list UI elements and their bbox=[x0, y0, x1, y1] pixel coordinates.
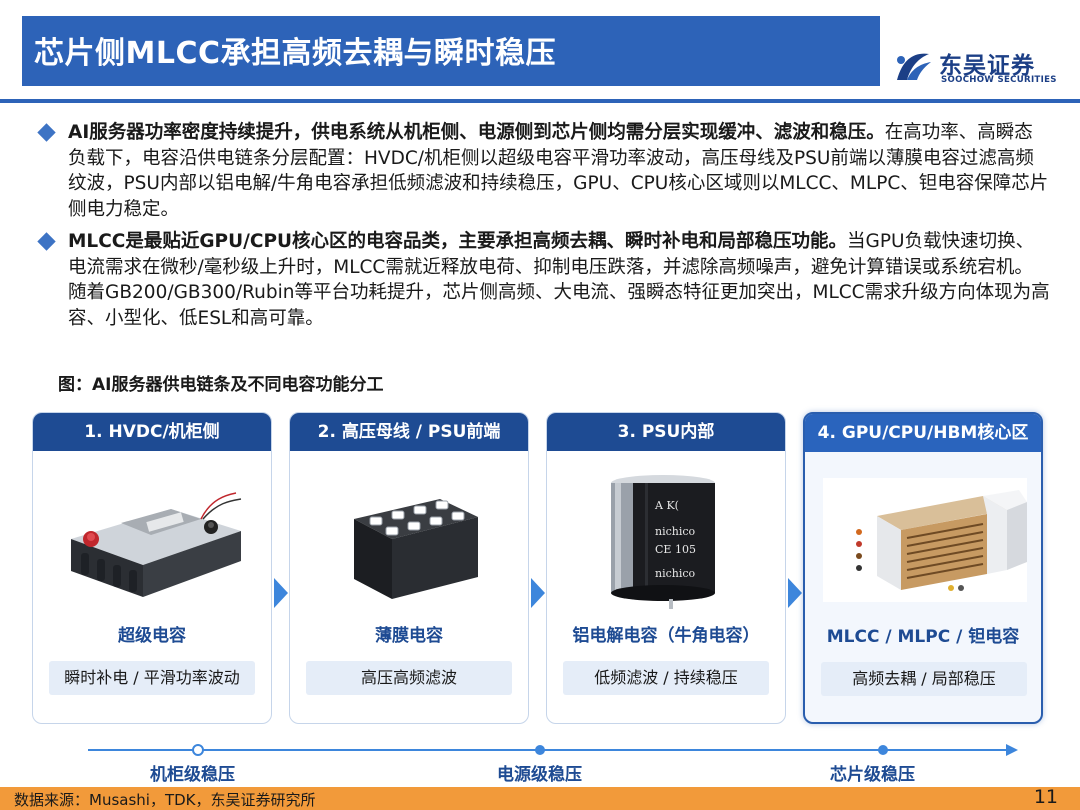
bullet-body: 当GPU负载快速切换、电流需求在微秒/毫秒级上升时，MLCC需就近释放电荷、抑制… bbox=[68, 231, 1050, 329]
stage-card-psu-internal: 3. PSU内部 A K( nichico CE 105 nichico 铝电解… bbox=[546, 412, 786, 724]
supercapacitor-module-image bbox=[71, 492, 242, 597]
capacitor-name: 超级电容 bbox=[118, 626, 186, 646]
data-source: 数据来源：Musashi，TDK，东吴证券研究所 bbox=[14, 791, 316, 809]
bullet-item: AI服务器功率密度持续提升，供电系统从机柜侧、电源侧到芯片侧均需分层实现缓冲、滤… bbox=[37, 120, 1050, 222]
capacitor-name: 薄膜电容 bbox=[375, 626, 443, 646]
flow-arrow-icon bbox=[531, 578, 545, 608]
mlcc-cross-section-image bbox=[823, 478, 1027, 602]
card-header: 4. GPU/CPU/HBM核心区 bbox=[805, 414, 1041, 452]
flow-arrow-icon bbox=[274, 578, 288, 608]
figure-caption: 图：AI服务器供电链条及不同电容功能分工 bbox=[58, 375, 384, 395]
capacitor-name: MLCC / MLPC / 钽电容 bbox=[826, 627, 1020, 647]
card-header: 2. 高压母线 / PSU前端 bbox=[290, 413, 528, 451]
footer-bar bbox=[0, 787, 1080, 810]
bullet-item: MLCC是最贴近GPU/CPU核心区的电容品类，主要承担高频去耦、瞬时补电和局部… bbox=[37, 229, 1050, 331]
bullet-list: AI服务器功率密度持续提升，供电系统从机柜侧、电源侧到芯片侧均需分层实现缓冲、滤… bbox=[37, 120, 1050, 338]
capacitor-function: 低频滤波 / 持续稳压 bbox=[563, 661, 769, 695]
title-divider bbox=[0, 99, 1080, 103]
stage-label-power: 电源级稳压 bbox=[497, 765, 582, 785]
logo-text-en: SOOCHOW SECURITIES bbox=[941, 75, 1057, 85]
stage-label-rack: 机柜级稳压 bbox=[150, 765, 235, 785]
flow-arrow-icon bbox=[788, 578, 802, 608]
company-logo: 东吴证券 SOOCHOW SECURITIES bbox=[893, 46, 1063, 88]
stage-card-psu-front: 2. 高压母线 / PSU前端 薄膜电容 高压高频滤波 bbox=[289, 412, 529, 724]
svg-text:A K(: A K( bbox=[654, 499, 679, 512]
diamond-bullet-icon bbox=[37, 232, 56, 251]
stage-card-hvdc: 1. HVDC/机柜侧 超级电容 瞬时补电 / 平滑功率波动 bbox=[32, 412, 272, 724]
card-header: 3. PSU内部 bbox=[547, 413, 785, 451]
capacitor-name: 铝电解电容（牛角电容） bbox=[572, 626, 760, 646]
capacitor-function: 瞬时补电 / 平滑功率波动 bbox=[49, 661, 255, 695]
svg-text:CE 105: CE 105 bbox=[655, 543, 696, 556]
aluminum-electrolytic-capacitor-image: A K( nichico CE 105 nichico bbox=[611, 475, 715, 609]
film-capacitor-image bbox=[354, 499, 478, 599]
bullet-lead: AI服务器功率密度持续提升，供电系统从机柜侧、电源侧到芯片侧均需分层实现缓冲、滤… bbox=[68, 122, 885, 143]
page-number: 11 bbox=[1033, 786, 1058, 808]
capacitor-function: 高压高频滤波 bbox=[306, 661, 512, 695]
stage-card-chip-core: 4. GPU/CPU/HBM核心区 MLCC / MLPC / 钽电容 高频去耦… bbox=[803, 412, 1043, 724]
bullet-body: 在高功率、高瞬态负载下，电容沿供电链条分层配置：HVDC/机柜侧以超级电容平滑功… bbox=[68, 122, 1049, 220]
svg-text:nichico: nichico bbox=[655, 525, 696, 538]
svg-text:nichico: nichico bbox=[655, 567, 696, 580]
stage-label-chip: 芯片级稳压 bbox=[830, 765, 915, 785]
card-header: 1. HVDC/机柜侧 bbox=[33, 413, 271, 451]
logo-text-cn: 东吴证券 bbox=[939, 53, 1035, 79]
page-title: 芯片侧MLCC承担高频去耦与瞬时稳压 bbox=[34, 36, 557, 71]
capacitor-function: 高频去耦 / 局部稳压 bbox=[821, 662, 1027, 696]
stabilization-timeline bbox=[88, 744, 1018, 756]
diamond-bullet-icon bbox=[37, 123, 56, 142]
bullet-lead: MLCC是最贴近GPU/CPU核心区的电容品类，主要承担高频去耦、瞬时补电和局部… bbox=[68, 231, 848, 252]
soochow-logo-icon bbox=[897, 53, 931, 80]
title-bar: 芯片侧MLCC承担高频去耦与瞬时稳压 bbox=[22, 16, 880, 86]
